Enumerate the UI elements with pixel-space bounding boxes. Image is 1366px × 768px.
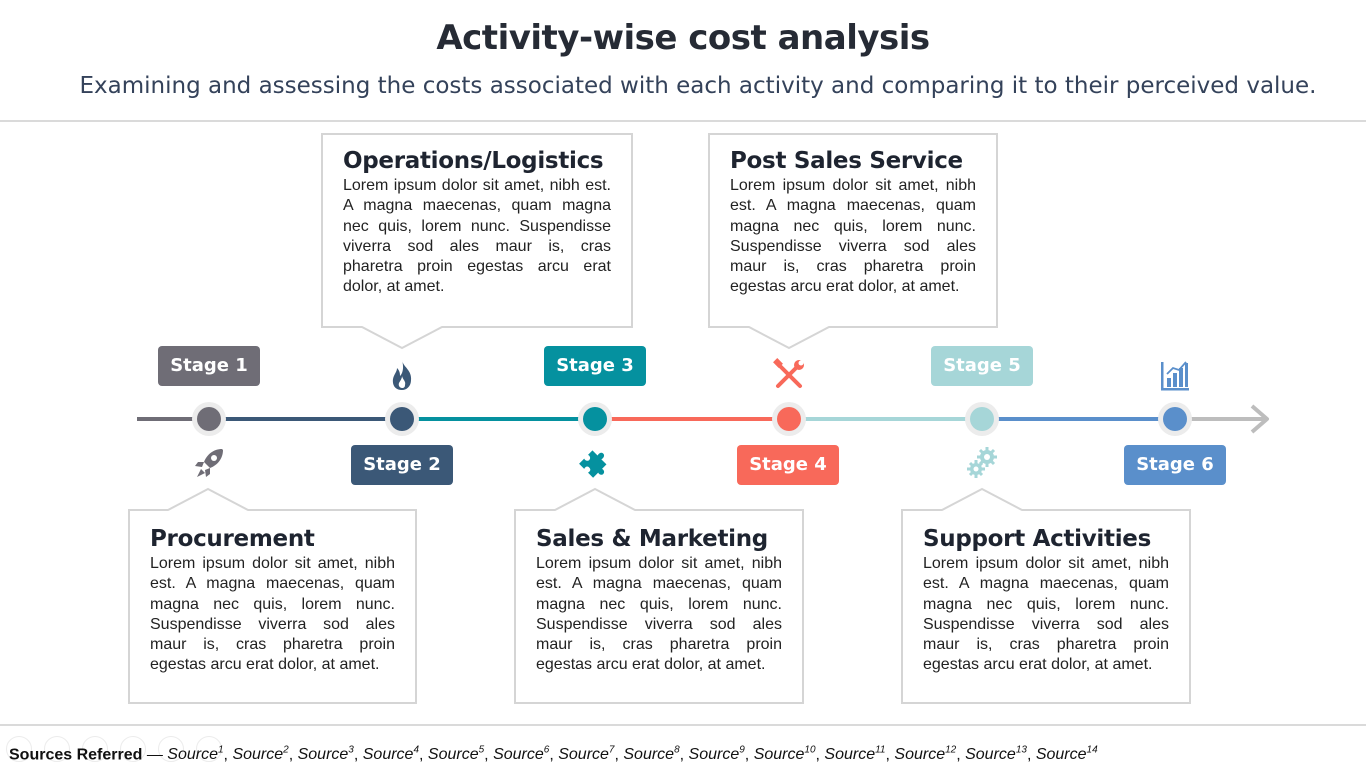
source-item: Source9 xyxy=(688,745,745,764)
box-text: Lorem ipsum dolor sit amet, nibh est. A … xyxy=(536,555,782,674)
page-title: Activity-wise cost analysis xyxy=(436,18,930,58)
source-prefix: Source xyxy=(427,746,479,764)
source-number: 14 xyxy=(1086,745,1098,756)
source-number: 6 xyxy=(543,745,550,756)
source-number: 1 xyxy=(217,745,224,756)
page-subtitle: Examining and assessing the costs associ… xyxy=(79,73,1317,99)
sources-label: Sources Referred xyxy=(9,746,143,764)
source-prefix: Source xyxy=(753,746,805,764)
stage-3-dot xyxy=(578,402,612,436)
box-title: Post Sales Service xyxy=(730,148,963,174)
source-item: Source8 xyxy=(623,745,680,764)
top-divider xyxy=(0,120,1366,122)
stage-6-label: Stage 6 xyxy=(1124,445,1226,485)
box-text: Lorem ipsum dolor sit amet, nibh est. A … xyxy=(343,177,611,296)
source-number: 4 xyxy=(413,745,420,756)
source-prefix: Source xyxy=(558,746,609,764)
stage-2-dot xyxy=(385,402,419,436)
source-number: 3 xyxy=(348,745,354,756)
box-text: Lorem ipsum dolor sit amet, nibh est. A … xyxy=(150,555,395,674)
sources-list: Source1, Source2, Source3, Source4, Sour… xyxy=(167,745,1098,764)
source-prefix: Source xyxy=(824,746,876,764)
box-operations-logistics: Operations/Logistics Lorem ipsum dolor s… xyxy=(321,133,633,328)
source-prefix: Source xyxy=(1035,746,1087,764)
box-support-activities: Support Activities Lorem ipsum dolor sit… xyxy=(901,509,1191,704)
source-item: Source11 xyxy=(824,745,886,764)
source-prefix: Source xyxy=(232,746,284,764)
bottom-divider xyxy=(0,724,1366,726)
puzzle-icon xyxy=(579,450,607,478)
box-sales-marketing: Sales & Marketing Lorem ipsum dolor sit … xyxy=(514,509,804,704)
sources-dash: — xyxy=(142,746,168,764)
source-prefix: Source xyxy=(894,746,946,764)
arrow-head-icon xyxy=(1250,404,1269,434)
box-procurement: Procurement Lorem ipsum dolor sit amet, … xyxy=(128,509,417,704)
source-number: 13 xyxy=(1015,745,1027,756)
stage-6-dot xyxy=(1158,402,1192,436)
box-title: Support Activities xyxy=(923,526,1151,552)
stage-4-label: Stage 4 xyxy=(737,445,839,485)
source-number: 11 xyxy=(875,745,886,756)
stage-1-dot xyxy=(192,402,226,436)
stage-5-dot xyxy=(965,402,999,436)
fire-icon xyxy=(392,360,412,390)
source-item: Source1 xyxy=(167,745,224,764)
rocket-icon xyxy=(195,449,223,477)
source-item: Source5 xyxy=(427,745,485,764)
source-prefix: Source xyxy=(965,746,1016,764)
stage-5-label: Stage 5 xyxy=(931,346,1033,386)
stage-2-label: Stage 2 xyxy=(351,445,453,485)
source-number: 8 xyxy=(674,745,680,756)
control-icon[interactable] xyxy=(44,736,70,762)
source-number: 2 xyxy=(283,745,289,756)
control-icon[interactable] xyxy=(6,736,32,762)
tools-icon xyxy=(773,358,804,388)
source-number: 7 xyxy=(608,745,615,756)
box-post-sales-service: Post Sales Service Lorem ipsum dolor sit… xyxy=(708,133,998,328)
control-icon[interactable] xyxy=(158,736,184,762)
source-number: 10 xyxy=(804,745,816,756)
source-prefix: Source xyxy=(362,746,414,764)
presentation-controls xyxy=(6,736,222,762)
control-icon[interactable] xyxy=(82,736,108,762)
source-number: 5 xyxy=(478,745,485,756)
control-icon[interactable] xyxy=(196,736,222,762)
source-item: Source7 xyxy=(558,745,615,764)
source-number: 12 xyxy=(945,745,957,756)
source-prefix: Source xyxy=(297,746,349,764)
box-title: Procurement xyxy=(150,526,315,552)
source-item: Source13 xyxy=(965,745,1027,764)
source-item: Source4 xyxy=(362,745,420,764)
sources-footer: Sources Referred — Source1, Source2, Sou… xyxy=(9,745,1098,764)
stage-4-dot xyxy=(772,402,806,436)
stage-3-label: Stage 3 xyxy=(544,346,646,386)
box-title: Sales & Marketing xyxy=(536,526,768,552)
box-title: Operations/Logistics xyxy=(343,148,604,174)
source-prefix: Source xyxy=(493,746,544,764)
source-item: Source2 xyxy=(232,745,289,764)
bar-chart-icon xyxy=(1161,361,1189,391)
stage-1-label: Stage 1 xyxy=(158,346,260,386)
source-item: Source10 xyxy=(753,745,816,764)
box-text: Lorem ipsum dolor sit amet, nibh est. A … xyxy=(923,555,1169,674)
source-item: Source3 xyxy=(297,745,354,764)
source-item: Source14 xyxy=(1035,745,1098,764)
box-text: Lorem ipsum dolor sit amet, nibh est. A … xyxy=(730,177,976,296)
source-item: Source6 xyxy=(493,745,550,764)
source-number: 9 xyxy=(739,745,745,756)
source-prefix: Source xyxy=(623,746,675,764)
source-prefix: Source xyxy=(688,746,740,764)
source-prefix: Source xyxy=(167,746,218,764)
gears-icon xyxy=(967,447,997,478)
source-item: Source12 xyxy=(894,745,957,764)
control-icon[interactable] xyxy=(120,736,146,762)
